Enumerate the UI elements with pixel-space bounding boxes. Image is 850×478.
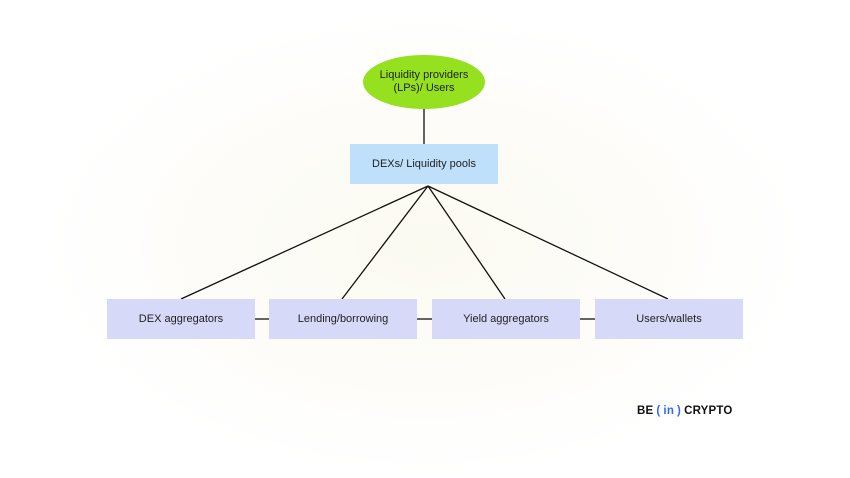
lending-borrowing-node: Lending/borrowing: [269, 299, 417, 339]
users-wallets-node: Users/wallets: [595, 299, 743, 339]
edge-middle-to-yield: [427, 185, 506, 300]
liquidity-pools-node: DEXs/ Liquidity pools: [350, 144, 498, 184]
edge-middle-to-users-wallets: [427, 185, 669, 300]
edge-middle-to-dex-aggregators: [180, 185, 429, 300]
dex-aggregators-label: DEX aggregators: [138, 312, 224, 325]
logo-close-bracket: ): [677, 405, 682, 417]
liquidity-providers-node: Liquidity providers (LPs)/ Users: [363, 55, 485, 109]
liquidity-providers-label: Liquidity providers (LPs)/ Users: [379, 69, 469, 94]
users-wallets-label: Users/wallets: [636, 312, 702, 325]
edge-middle-to-lending: [341, 185, 429, 300]
yield-aggregators-node: Yield aggregators: [432, 299, 580, 339]
logo-text-in: in: [663, 405, 675, 417]
logo-open-bracket: (: [656, 405, 661, 417]
dex-aggregators-node: DEX aggregators: [107, 299, 255, 339]
lending-borrowing-label: Lending/borrowing: [297, 312, 389, 325]
logo-text-crypto: CRYPTO: [684, 405, 733, 417]
yield-aggregators-label: Yield aggregators: [463, 312, 549, 325]
beincrypto-logo: BE ( in ) CRYPTO: [637, 402, 733, 420]
logo-text-be: BE: [637, 405, 654, 417]
liquidity-pools-label: DEXs/ Liquidity pools: [372, 157, 476, 170]
